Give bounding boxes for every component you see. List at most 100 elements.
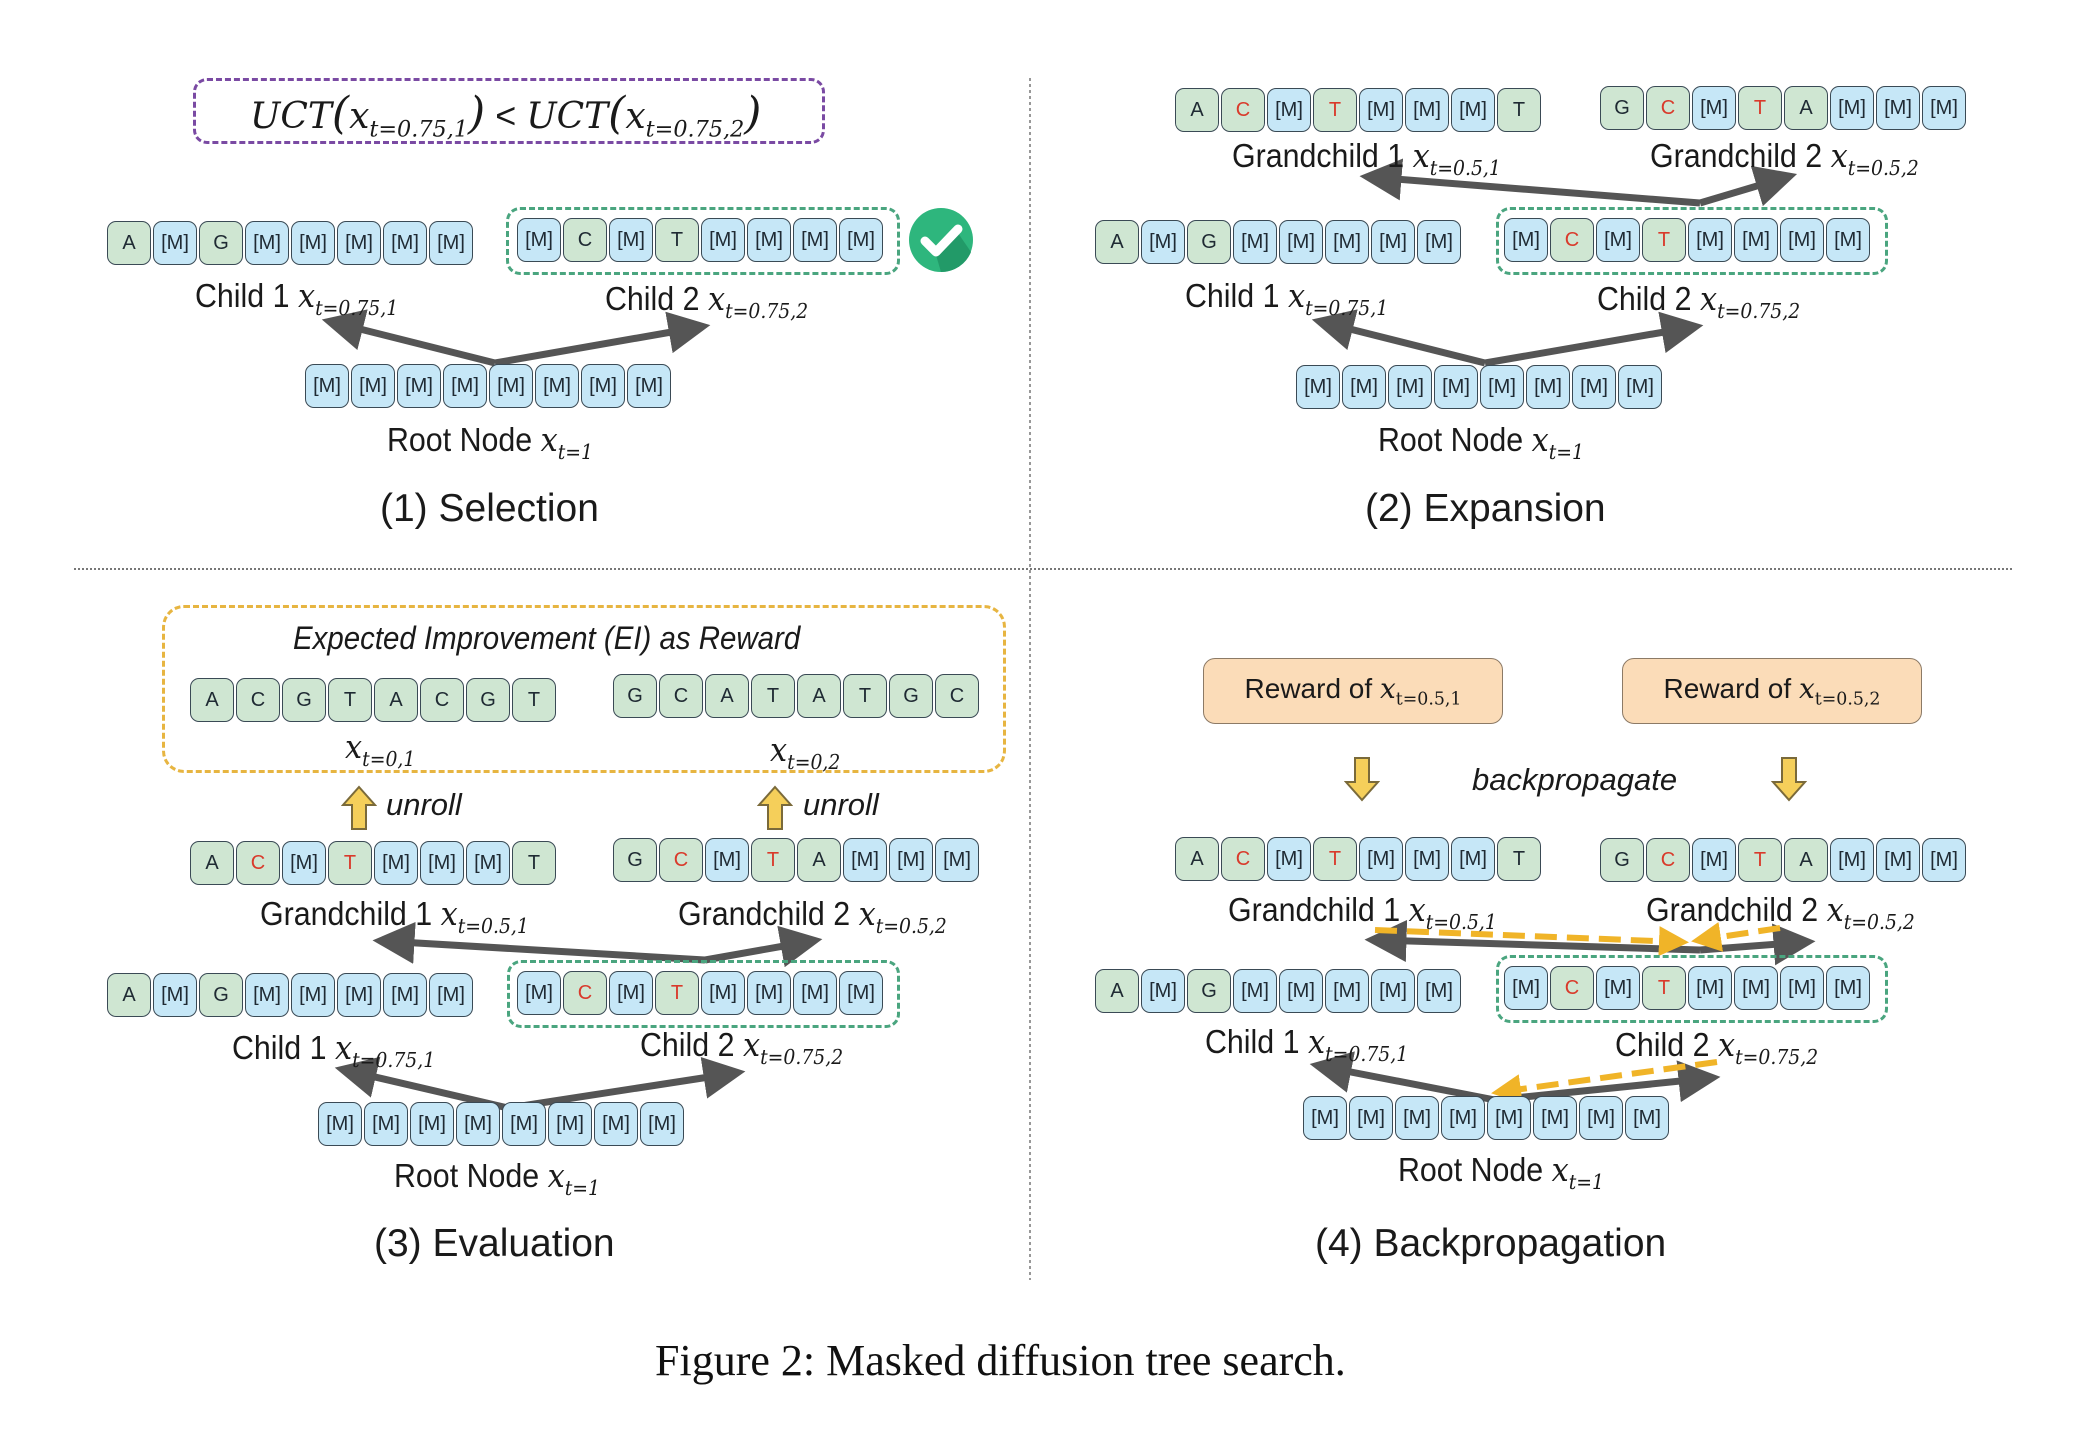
mask-token: [M] (1349, 1096, 1393, 1140)
uct-comparison-box (193, 78, 825, 144)
mask-token: [M] (1596, 966, 1640, 1010)
mask-token: [M] (1692, 86, 1736, 130)
nucleotide-token: A (190, 841, 234, 885)
nucleotide-token: G (1187, 220, 1231, 264)
nucleotide-token: C (236, 678, 280, 722)
mask-token: [M] (1371, 220, 1415, 264)
backprop-arrow-gc2-to-child2 (1691, 922, 1781, 952)
mask-token: [M] (1922, 838, 1966, 882)
label-text: Root Node (394, 1157, 548, 1194)
label-subscript: t=0.5,2 (1843, 909, 1915, 934)
mask-token: [M] (1734, 966, 1778, 1010)
nucleotide-token: C (563, 971, 607, 1015)
label-child1: Child 1 xt=0.75,1 (1205, 1022, 1408, 1066)
mask-token: [M] (383, 221, 427, 265)
label-variable: x (1287, 276, 1306, 315)
label-variable: x (297, 276, 316, 315)
label-subscript: t=0.5,1 (457, 913, 529, 938)
mask-token: [M] (1572, 365, 1616, 409)
mask-token: [M] (517, 971, 561, 1015)
mask-token: [M] (1233, 220, 1277, 264)
arrow-child2-to-grandchild1 (1364, 919, 1701, 962)
nucleotide-token: T (843, 674, 887, 718)
label-root: Root Node xt=1 (387, 420, 593, 464)
label-subscript: t=0.5,2 (875, 913, 947, 938)
mask-token: [M] (153, 221, 197, 265)
label-variable: x (1699, 279, 1718, 318)
mask-token: [M] (609, 971, 653, 1015)
mask-token: [M] (1734, 218, 1778, 262)
mask-token: [M] (1451, 88, 1495, 132)
nucleotide-token: T (1642, 966, 1686, 1010)
mask-token: [M] (1371, 969, 1415, 1013)
mask-token: [M] (1388, 365, 1432, 409)
nucleotide-token: T (1738, 86, 1782, 130)
nucleotide-token: C (659, 838, 703, 882)
nucleotide-token: C (1646, 838, 1690, 882)
panel-title-backpropagation: (4) Backpropagation (1315, 1222, 1667, 1265)
label-subscript: t=1 (1568, 1169, 1604, 1194)
label-variable: x (1551, 1150, 1569, 1189)
mask-token: [M] (1417, 220, 1461, 264)
nucleotide-token: A (1095, 220, 1139, 264)
mask-token: [M] (1504, 966, 1548, 1010)
mask-token: [M] (1417, 969, 1461, 1013)
sequence-root: [M][M][M][M][M][M][M][M] (1296, 365, 1664, 409)
mask-token: [M] (1141, 220, 1185, 264)
mask-token: [M] (1342, 365, 1386, 409)
label-text: Grandchild 1 (260, 895, 441, 932)
mask-token: [M] (1596, 218, 1640, 262)
arrow-down-icon (1343, 756, 1381, 807)
mask-token: [M] (935, 838, 979, 882)
arrow-child2-to-grandchild2 (1698, 165, 1798, 207)
label-text: Grandchild 2 (1646, 891, 1827, 928)
label-subscript: t=0.75,2 (1717, 298, 1801, 323)
sequence-child1: A[M]G[M][M][M][M][M] (1095, 969, 1463, 1013)
mask-token: [M] (1780, 966, 1824, 1010)
mask-token: [M] (793, 971, 837, 1015)
arrow-root-to-child2 (494, 311, 711, 367)
mask-token: [M] (397, 364, 441, 408)
label-variable: x (345, 727, 363, 766)
label-text: Grandchild 1 (1232, 137, 1413, 174)
label-subscript: t=0,2 (787, 749, 841, 774)
reward-box-grandchild2: Reward of xt=0.5,2 (1622, 658, 1922, 724)
label-subscript: t=0.5,2 (1847, 155, 1919, 180)
mask-token: [M] (1526, 365, 1570, 409)
mask-token: [M] (245, 221, 289, 265)
arrow-root-to-child2 (1484, 311, 1704, 367)
label-text: Grandchild 1 (1228, 891, 1409, 928)
nucleotide-token: T (1497, 837, 1541, 881)
label-child2: Child 2 xt=0.75,2 (605, 279, 808, 323)
mask-token: [M] (1533, 1096, 1577, 1140)
mask-token: [M] (535, 364, 579, 408)
label-child1: Child 1 xt=0.75,1 (232, 1028, 435, 1072)
label-variable: x (1408, 890, 1426, 929)
mask-token: [M] (1296, 365, 1340, 409)
nucleotide-token: G (199, 221, 243, 265)
nucleotide-token: C (1221, 88, 1265, 132)
label-text: Child 2 (605, 280, 708, 317)
nucleotide-token: G (1187, 969, 1231, 1013)
arrow-child2-to-grandchild1 (372, 921, 706, 964)
label-variable: x (1307, 1022, 1326, 1061)
label-subscript: t=0.75,1 (1325, 1041, 1409, 1066)
mask-token: [M] (1405, 88, 1449, 132)
mask-token: [M] (456, 1102, 500, 1146)
nucleotide-token: C (420, 678, 464, 722)
nucleotide-token: A (1784, 86, 1828, 130)
mask-token: [M] (383, 973, 427, 1017)
sequence-child1: A[M]G[M][M][M][M][M] (107, 973, 475, 1017)
label-variable: x (770, 730, 788, 769)
label-variable: x (1379, 672, 1396, 706)
mask-token: [M] (1618, 365, 1662, 409)
mask-token: [M] (410, 1102, 454, 1146)
mask-token: [M] (1504, 218, 1548, 262)
sequence-child2: [M]C[M]T[M][M][M][M] (1504, 218, 1872, 262)
nucleotide-token: C (236, 841, 280, 885)
mask-token: [M] (1579, 1096, 1623, 1140)
mask-token: [M] (1625, 1096, 1669, 1140)
